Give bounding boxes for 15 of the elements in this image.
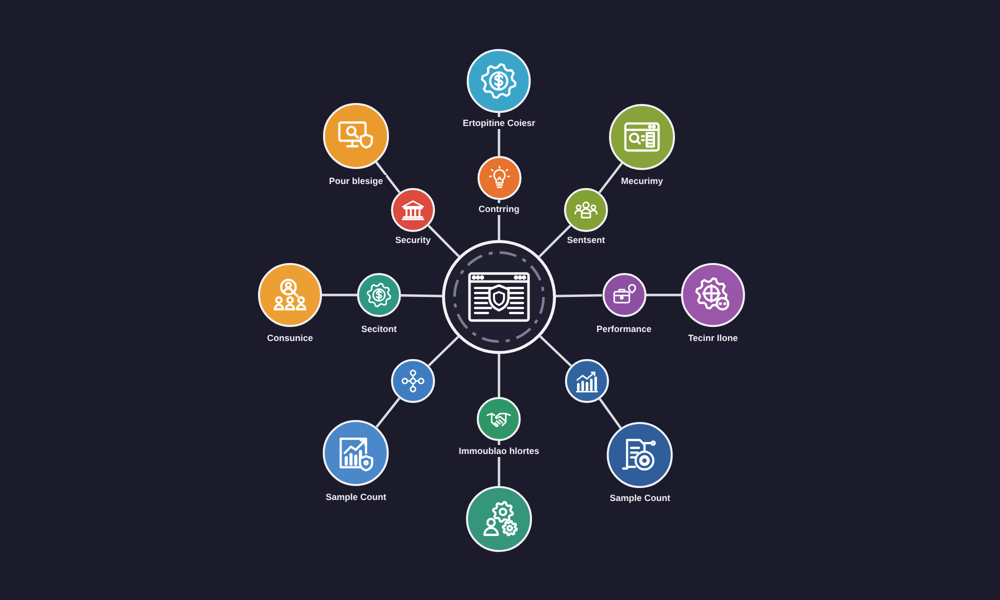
- connector-line: [556, 294, 602, 298]
- connector-line: [598, 398, 622, 429]
- connector-line: [400, 294, 442, 298]
- connector-line: [428, 336, 460, 366]
- connector-line: [498, 354, 500, 397]
- connector-line: [322, 294, 357, 296]
- connector-line: [646, 294, 681, 296]
- connector-line: [428, 224, 460, 258]
- connector-line: [376, 398, 400, 428]
- node-label: Tecinr Ilone: [685, 332, 741, 344]
- node-label: Sentsent: [564, 234, 608, 246]
- connector-line: [598, 162, 623, 194]
- connector-line: [538, 224, 572, 258]
- connector-line: [375, 161, 401, 194]
- connector-line: [539, 335, 572, 367]
